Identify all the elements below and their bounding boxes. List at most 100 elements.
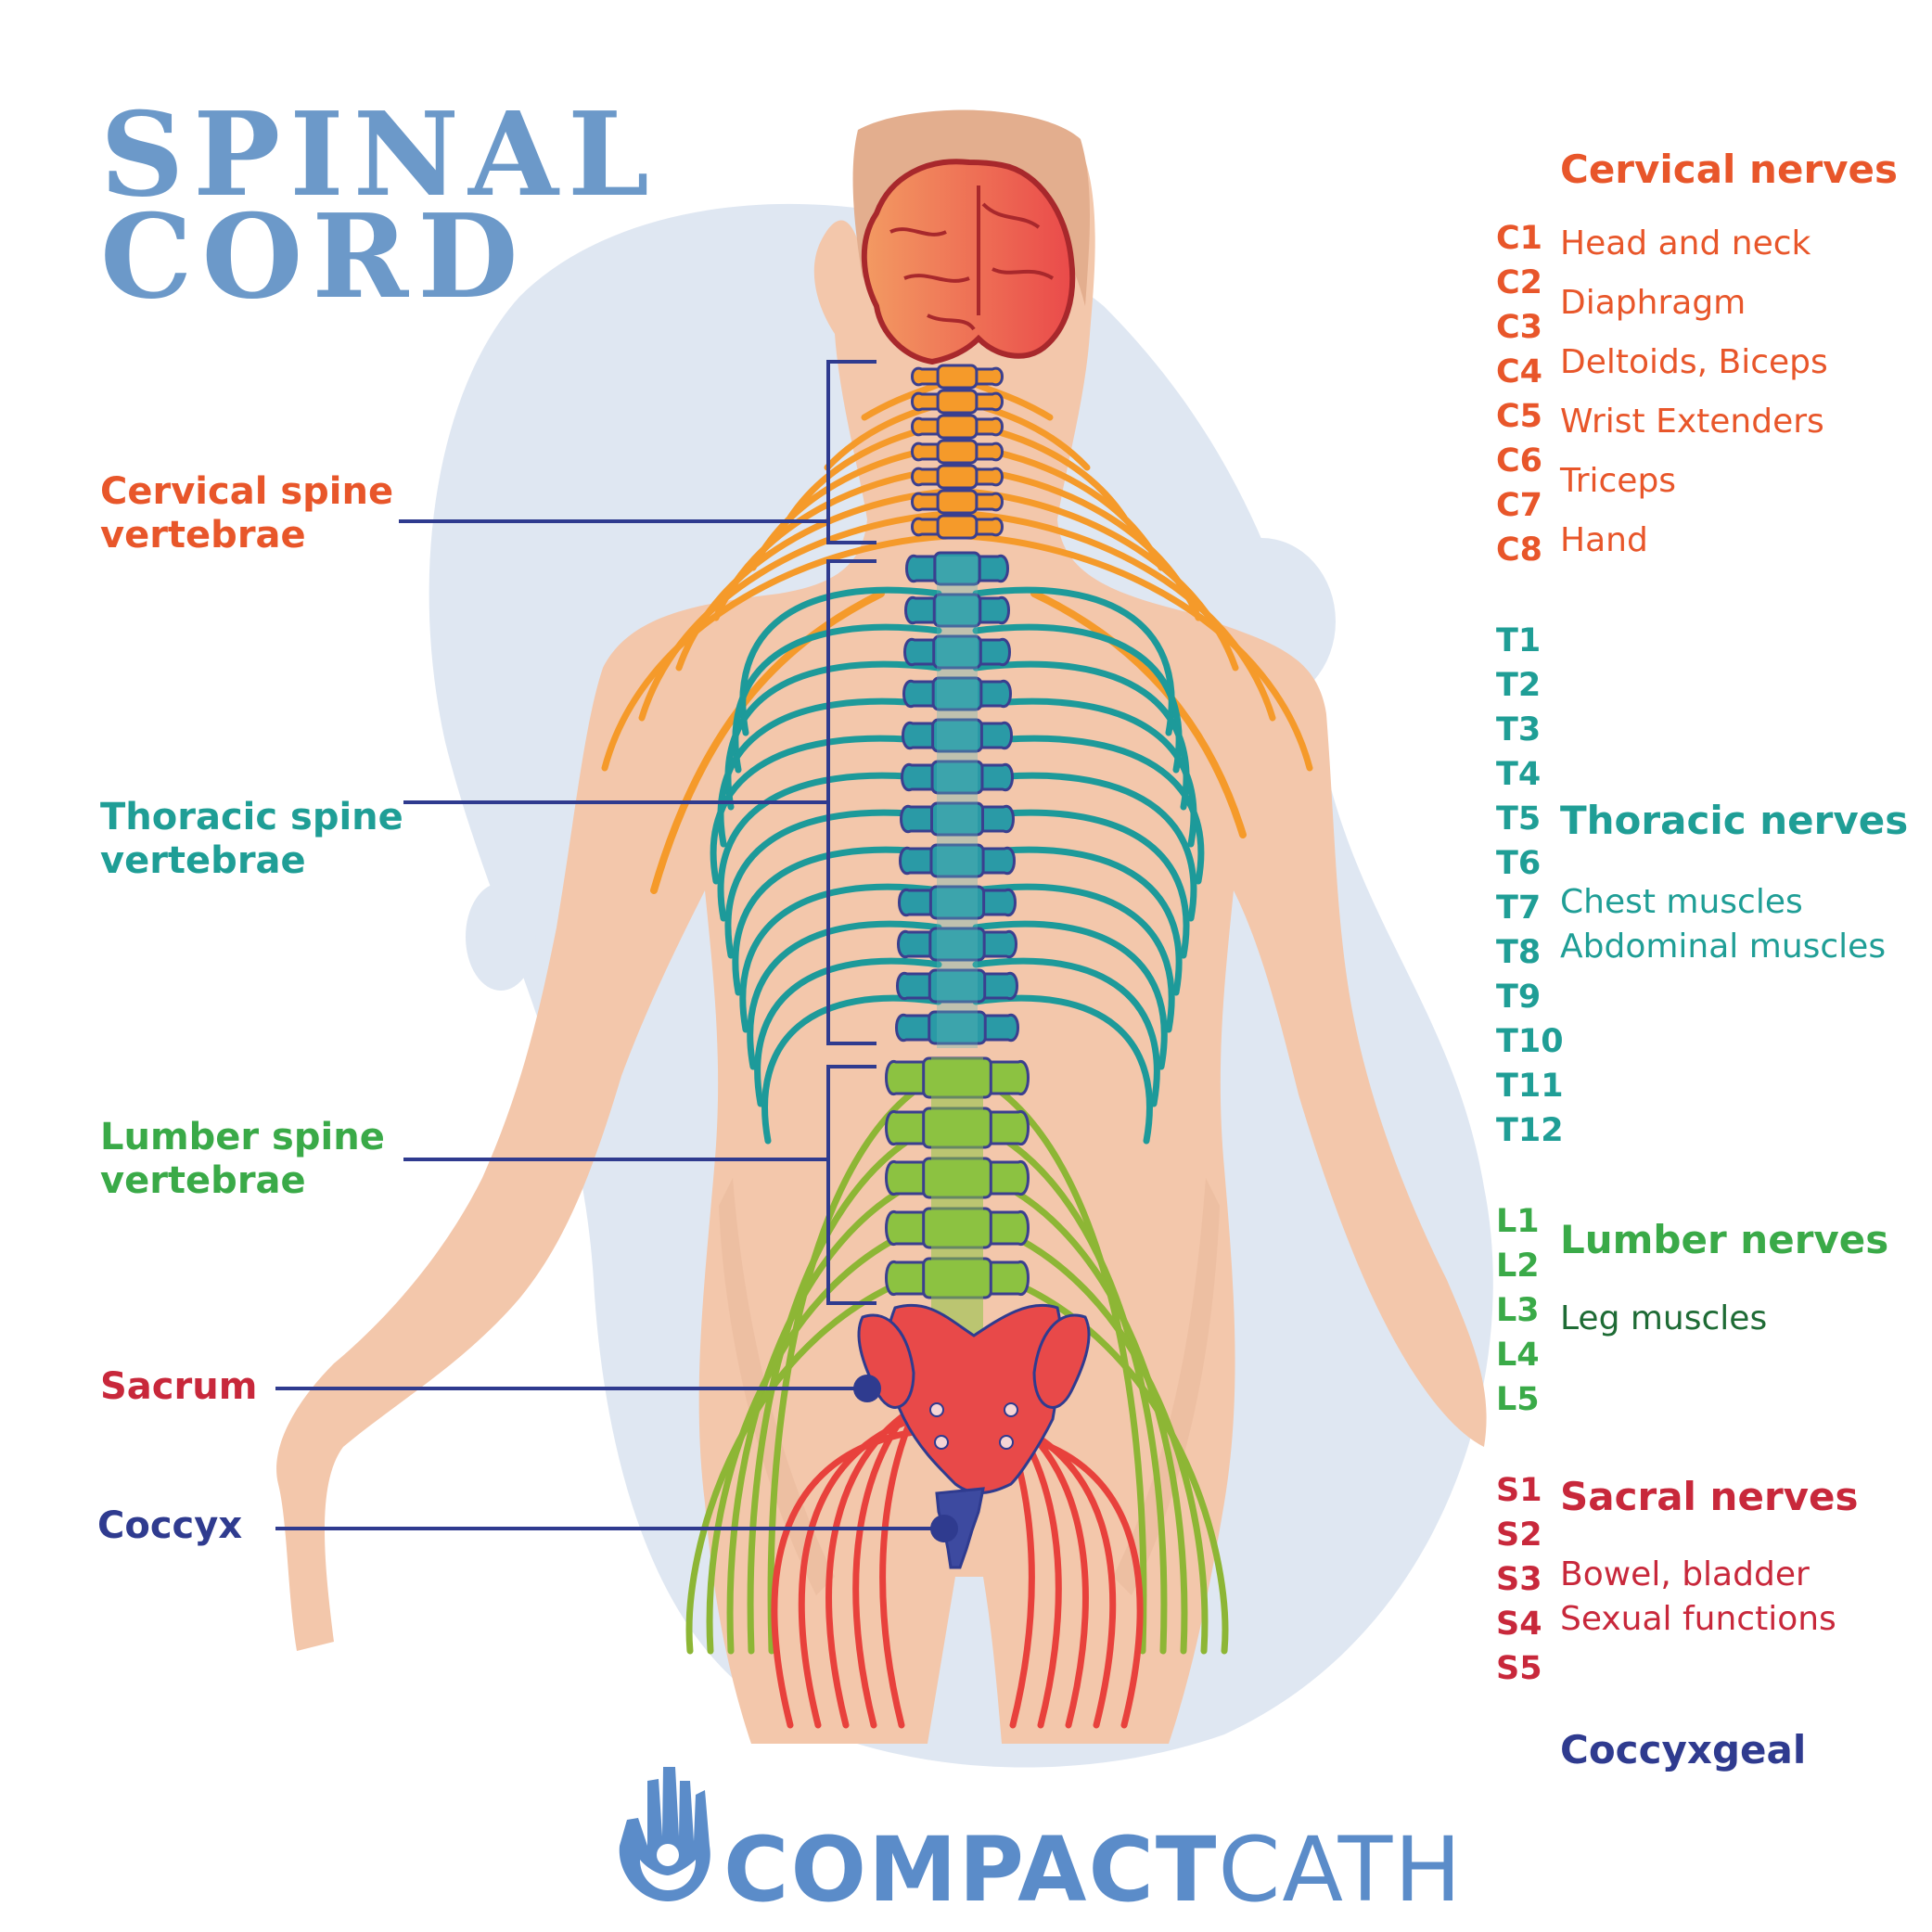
lumbar-nerve — [972, 1169, 1188, 1655]
cervical-vertebra — [911, 439, 1004, 465]
code-t3: T3 — [1496, 711, 1542, 748]
code-t7: T7 — [1496, 889, 1542, 927]
thoracic-nerve — [972, 957, 1160, 1107]
thoracic-vertebra — [902, 718, 1013, 753]
thoracic-vertebra — [897, 927, 1017, 962]
code-s1: S1 — [1496, 1472, 1542, 1509]
thoracic-nerve — [972, 735, 1205, 885]
code-l1: L1 — [1496, 1203, 1540, 1240]
code-c5: C5 — [1496, 398, 1543, 435]
thoracic-nerve — [761, 994, 942, 1145]
lumbar-nerve — [972, 1217, 1209, 1655]
function-deltoids-biceps: Deltoids, Biceps — [1560, 343, 1828, 381]
thoracic-vertebra — [905, 551, 1009, 586]
cervical-vertebra — [911, 364, 1004, 390]
function-hand: Hand — [1560, 521, 1648, 559]
function-abdominal-muscles: Abdominal muscles — [1560, 928, 1887, 966]
sacral-nerve — [771, 1425, 952, 1729]
thoracic-nerve — [710, 735, 942, 885]
code-s5: S5 — [1496, 1650, 1542, 1687]
cervical-vertebra — [911, 464, 1004, 490]
thoracic-vertebra — [899, 843, 1016, 878]
title-line-2: CORD — [100, 189, 528, 325]
lumbar-nerve — [972, 1265, 1229, 1655]
leader-lines — [275, 360, 944, 1530]
function-head-neck: Head and neck — [1560, 224, 1811, 262]
hand-logo-icon — [619, 1767, 710, 1901]
code-t2: T2 — [1496, 667, 1542, 704]
code-c1: C1 — [1496, 220, 1543, 257]
code-t12: T12 — [1496, 1112, 1564, 1149]
code-c3: C3 — [1496, 309, 1543, 346]
brand-wordmark: COMPACTCATH — [723, 1825, 1463, 1914]
thoracic-nerve — [972, 846, 1183, 996]
label-line: Thoracic spine — [100, 796, 403, 838]
code-c6: C6 — [1496, 442, 1543, 480]
thoracic-nerve — [732, 846, 942, 996]
function-triceps: Triceps — [1560, 462, 1677, 500]
cervical-nerves-title: Cervical nerves — [1560, 147, 1899, 192]
label-cervical-spine: Cervical spine vertebrae — [100, 470, 393, 557]
code-t11: T11 — [1496, 1068, 1564, 1105]
arm-nerve — [1030, 590, 1247, 838]
sacrum-bone — [857, 1303, 1091, 1494]
brain — [861, 159, 1076, 365]
label-line: vertebrae — [100, 514, 306, 557]
code-c4: C4 — [1496, 353, 1543, 390]
brand-bold: COMPACT — [723, 1818, 1219, 1922]
brand-light: CATH — [1218, 1818, 1464, 1922]
code-t10: T10 — [1496, 1023, 1564, 1060]
thoracic-nerves-title: Thoracic nerves — [1560, 798, 1909, 843]
sacral-nerve — [798, 1406, 952, 1729]
spinal-cord-core — [931, 1057, 983, 1336]
thoracic-nerve — [754, 957, 942, 1107]
thoracic-vertebra — [904, 593, 1010, 628]
coccyx-marker — [930, 1515, 958, 1542]
spinal-column — [885, 364, 1030, 1336]
thoracic-vertebra — [903, 634, 1011, 670]
label-sacrum: Sacrum — [100, 1365, 258, 1408]
thoracic-vertebra — [896, 968, 1018, 1004]
thoracic-vertebra — [902, 676, 1012, 711]
label-lumber-spine: Lumber spine vertebrae — [100, 1116, 385, 1203]
cervical-nerve — [601, 532, 952, 772]
cervical-vertebra — [911, 489, 1004, 515]
code-l5: L5 — [1496, 1381, 1540, 1418]
cervical-nerve — [963, 510, 1276, 722]
label-line: Cervical spine — [100, 470, 394, 513]
code-s2: S2 — [1496, 1516, 1542, 1554]
code-l4: L4 — [1496, 1337, 1540, 1374]
label-line: Lumber spine — [100, 1116, 385, 1158]
thoracic-vertebra — [900, 801, 1015, 837]
code-t9: T9 — [1496, 979, 1542, 1016]
code-c7: C7 — [1496, 487, 1543, 524]
code-s3: S3 — [1496, 1561, 1542, 1598]
thoracic-nerve — [972, 772, 1197, 922]
cervical-vertebra — [911, 389, 1004, 415]
thoracic-nerve — [724, 809, 942, 959]
code-t5: T5 — [1496, 800, 1542, 838]
thoracic-nerve — [747, 920, 942, 1070]
thoracic-vertebra — [895, 1010, 1019, 1045]
code-c8: C8 — [1496, 531, 1543, 569]
function-bowel-bladder: Bowel, bladder — [1560, 1555, 1810, 1593]
code-l2: L2 — [1496, 1247, 1540, 1285]
arm-nerve — [650, 590, 885, 894]
function-leg-muscles: Leg muscles — [1560, 1299, 1768, 1337]
function-chest-muscles: Chest muscles — [1560, 883, 1803, 921]
coccygeal-nerves-title: Coccyxgeal — [1560, 1727, 1807, 1772]
code-s4: S4 — [1496, 1606, 1542, 1643]
cervical-vertebra — [911, 514, 1004, 540]
code-t6: T6 — [1496, 845, 1542, 882]
code-l3: L3 — [1496, 1292, 1540, 1329]
thoracic-vertebra — [901, 760, 1014, 795]
thoracic-nerve — [739, 883, 942, 1033]
spinal-nerves — [601, 377, 1313, 1729]
lumber-nerves-title: Lumber nerves — [1560, 1217, 1889, 1262]
function-sexual-functions: Sexual functions — [1560, 1600, 1836, 1638]
title-line-1: SPINAL — [100, 87, 659, 223]
cervical-nerve — [963, 532, 1313, 772]
label-thoracic-spine: Thoracic spine vertebrae — [100, 796, 403, 883]
